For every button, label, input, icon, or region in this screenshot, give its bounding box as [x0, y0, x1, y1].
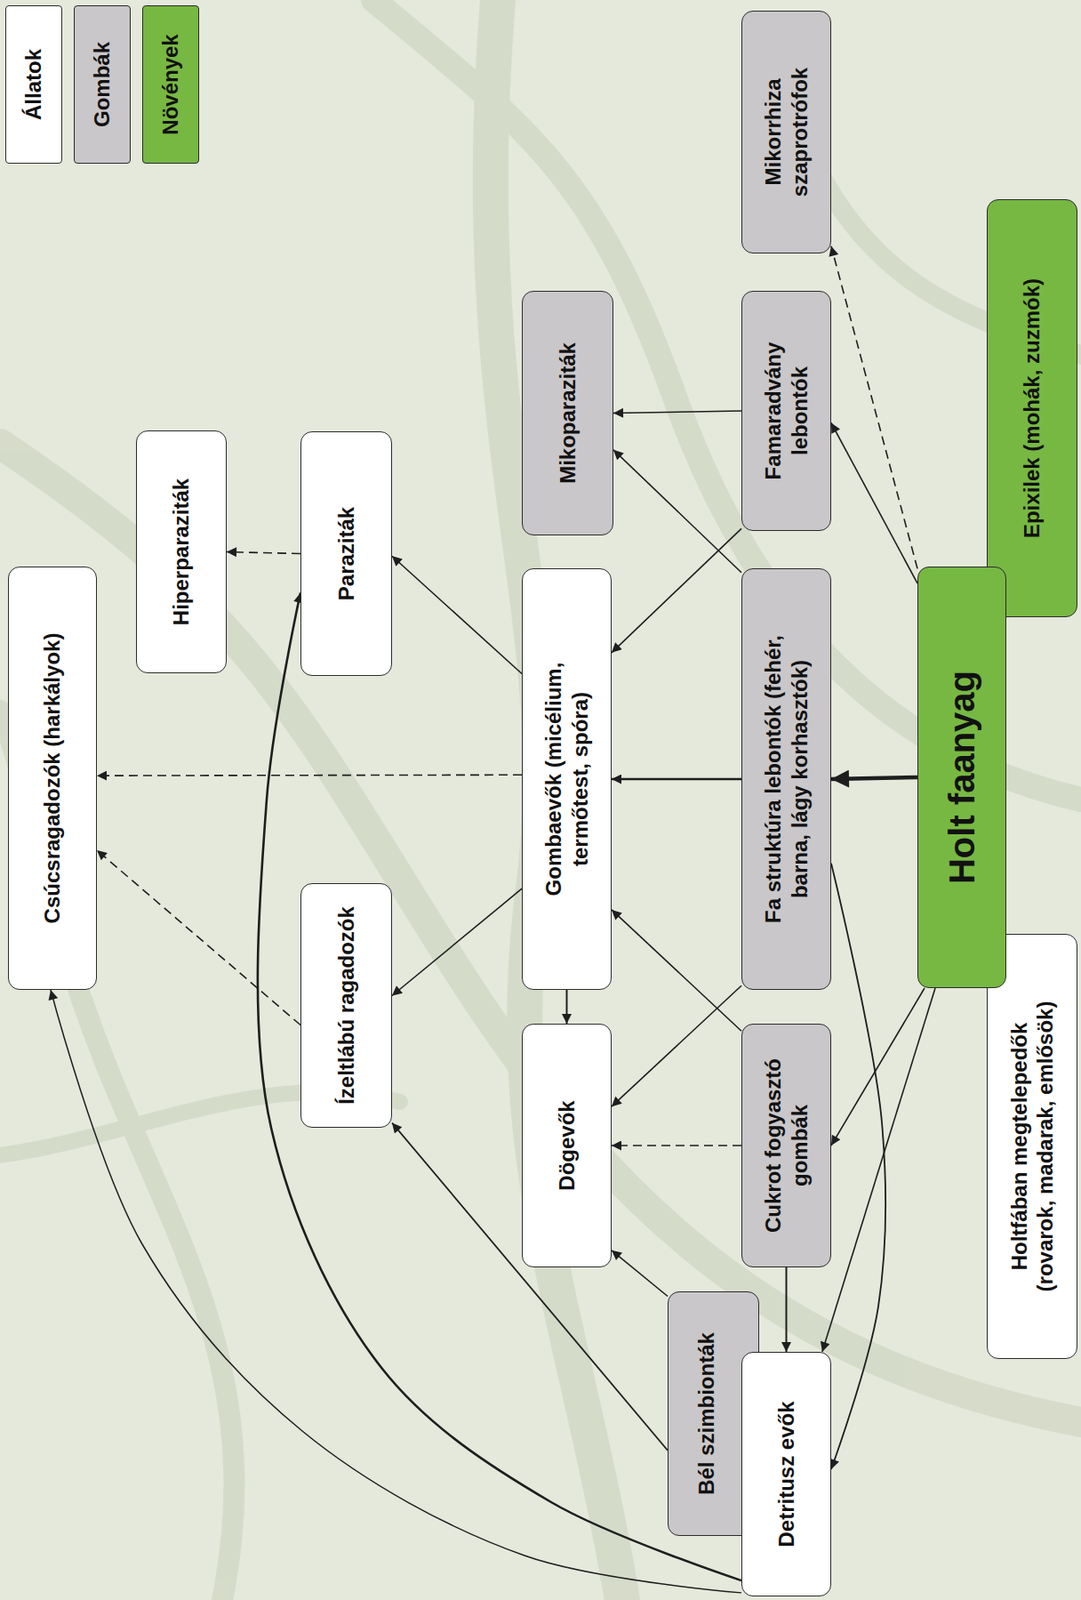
arrow-connector — [613, 449, 742, 573]
animal-box: Csúcsragadozók (harkályok) — [8, 566, 97, 990]
fungus-box: Fa struktúra lebontók (fehér, barna, lág… — [741, 568, 832, 990]
animal-box: Gombaevők (micélium, termőtest, spóra) — [521, 568, 612, 990]
fungus-box: Mikorrhiza szaprotrófok — [741, 10, 832, 254]
node-label: Detritusz evők — [773, 1400, 800, 1546]
arrow-connector — [611, 1249, 668, 1297]
arrow-connector — [613, 410, 742, 414]
node-label: Csúcsragadozók (harkályok) — [39, 632, 65, 924]
animal-box: Holtfában megtelepedők (rovarok, madarak… — [986, 933, 1078, 1359]
node-label: Fa struktúra lebontók (fehér, barna, lág… — [760, 577, 813, 980]
arrow-connector — [611, 777, 742, 781]
arrow-connector — [822, 987, 936, 1352]
arrow-connector — [50, 989, 742, 1593]
arrow-connector — [611, 984, 742, 1106]
arrow-connector — [831, 863, 886, 1469]
fungus-box: Mikoparaziták — [521, 290, 614, 536]
arrow-connector — [831, 246, 918, 569]
plant-box: Holt faanyag — [917, 566, 1007, 988]
arrow-connector — [226, 552, 301, 554]
node-label: Epixilek (mohák, zuzmók) — [1018, 278, 1045, 538]
node-label: Cukrot fogyasztó gombák — [760, 1032, 813, 1258]
node-label: Ízeltlábú ragadozók — [333, 905, 360, 1105]
legend-label: Gombák — [88, 41, 115, 128]
node-label: Mikorrhiza szaprotrófok — [760, 20, 813, 244]
legend-swatch: Növények — [142, 5, 200, 164]
animal-box: Dögevők — [521, 1023, 612, 1267]
arrow-connector — [96, 773, 522, 776]
animal-box: Paraziták — [300, 431, 393, 676]
node-label: Famaradvány lebontók — [760, 300, 813, 521]
arrow-connector — [611, 909, 742, 1031]
legend-swatch: Gombák — [73, 5, 131, 164]
arrow-connector — [611, 1144, 742, 1146]
node-label: Mikoparaziták — [554, 342, 581, 484]
animal-box: Hiperparaziták — [136, 430, 227, 673]
node-label: Hiperparaziták — [168, 478, 194, 625]
animal-box: Ízeltlábú ragadozók — [300, 882, 393, 1128]
arrow-connector — [611, 528, 742, 653]
node-label: Dögevők — [553, 1099, 580, 1190]
legend-swatch: Állatok — [5, 5, 63, 164]
arrow-connector — [392, 555, 522, 673]
node-label: Holt faanyag — [940, 670, 985, 884]
arrow-connector — [392, 888, 522, 995]
node-label: Paraziták — [333, 506, 360, 601]
arrow-connector — [566, 989, 569, 1024]
fungus-box: Cukrot fogyasztó gombák — [741, 1023, 832, 1267]
node-label: Bél szimbionták — [693, 1331, 720, 1495]
arrow-connector — [785, 1266, 788, 1352]
legend-label: Növények — [157, 33, 184, 135]
arrow-connector — [831, 423, 918, 584]
fungus-box: Famaradvány lebontók — [741, 290, 832, 531]
plant-box: Epixilek (mohák, zuzmók) — [986, 199, 1078, 617]
node-label: Holtfában megtelepedők (rovarok, madarak… — [1006, 943, 1059, 1349]
arrow-connector — [831, 776, 918, 779]
animal-box: Detritusz evők — [741, 1351, 832, 1596]
legend-label: Állatok — [20, 48, 47, 121]
node-label: Gombaevők (micélium, termőtest, spóra) — [540, 577, 593, 980]
arrow-connector — [96, 849, 301, 1025]
